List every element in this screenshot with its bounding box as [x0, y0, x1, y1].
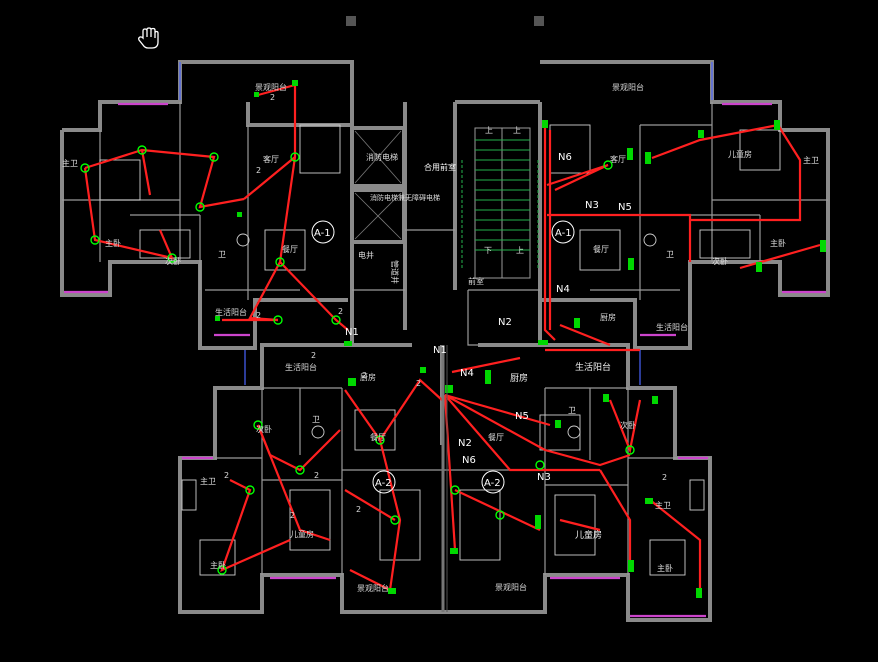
windows-layer [64, 62, 826, 618]
unit-tag: A-2 [484, 478, 501, 489]
switch-count-labels: 2 2 2 2 2 2 2 2 2 2 2 2 [224, 93, 667, 520]
room-label: 消防电梯 [366, 152, 398, 162]
room-labels: 景观阳台 景观阳台 客厅 客厅 主卫 主卧 次卧 卫 餐厅 生活阳台 消防电梯 … [62, 82, 819, 593]
circuit-label: N6 [558, 152, 572, 163]
room-label: 景观阳台 [612, 82, 644, 92]
grid-marker-right [534, 16, 544, 26]
room-label: 主卧 [210, 560, 226, 570]
grid-marker-left [346, 16, 356, 26]
room-label: 厨房 [360, 372, 376, 382]
room-label: 餐厅 [282, 245, 298, 254]
room-label: 卫 [568, 406, 576, 415]
room-label: 生活阳台 [215, 307, 247, 317]
room-label: 餐厅 [593, 245, 609, 254]
circuit-labels: N1 N1 N2 N2 N3 N3 N4 N4 N5 N5 N6 N6 [345, 152, 632, 483]
room-label: 主卫 [62, 158, 78, 168]
circuit-label: N1 [345, 327, 359, 338]
room-label: 次卧 [620, 420, 636, 430]
room-label: 消防电梯兼无障碍电梯 [370, 193, 440, 202]
room-label: 景观阳台 [495, 582, 527, 592]
room-label: 厨房 [510, 372, 528, 384]
room-label: 主卫 [200, 476, 216, 486]
unit-tags: A-1 A-1 A-2 A-2 [311, 220, 575, 494]
switch-count: 2 [338, 307, 343, 316]
circuit-label: N1 [433, 345, 447, 356]
stair-layer [461, 127, 539, 279]
circuit-label: N3 [585, 200, 599, 211]
room-label: 景观阳台 [255, 82, 287, 92]
room-label: 上 [516, 246, 524, 255]
room-label: 卫 [666, 250, 674, 259]
circuit-label: N5 [515, 411, 529, 422]
elevator-shafts [354, 130, 402, 240]
switch-count: 2 [270, 93, 275, 102]
room-label: 管道井 [390, 260, 400, 284]
room-label: 次卧 [256, 424, 272, 434]
room-label: 儿童房 [575, 529, 602, 541]
switch-count: 2 [416, 379, 421, 388]
circuit-label: N6 [462, 455, 476, 466]
room-label: 厨房 [600, 312, 616, 322]
room-label: 儿童房 [728, 149, 752, 159]
room-label: 主卫 [803, 155, 819, 165]
room-label: 客厅 [610, 154, 626, 164]
fixtures-layer [80, 80, 826, 598]
room-label: 次卧 [165, 256, 181, 266]
circuit-label: N2 [458, 438, 472, 449]
room-label: 景观阳台 [357, 583, 389, 593]
unit-tag: A-1 [555, 228, 572, 239]
room-label: 生活阳台 [656, 322, 688, 332]
room-label: 合用前室 [424, 162, 456, 172]
unit-tag: A-2 [375, 478, 392, 489]
switch-count: 2 [662, 473, 667, 482]
hand-pan-icon[interactable] [138, 27, 159, 49]
switch-count: 2 [256, 166, 261, 175]
room-label: 生活阳台 [285, 362, 317, 372]
circuit-label: N3 [537, 472, 551, 483]
circuit-label: N4 [556, 284, 570, 295]
switch-count: 2 [224, 471, 229, 480]
wiring-layer [83, 83, 821, 595]
room-label: 卫 [312, 415, 320, 424]
furniture-layer [99, 124, 781, 576]
switch-count: 2 [362, 371, 367, 380]
room-label: 生活阳台 [575, 361, 611, 373]
unit-tag: A-1 [314, 228, 331, 239]
room-label: 前室 [468, 276, 484, 286]
walls-layer [60, 60, 830, 622]
circuit-label: N2 [498, 317, 512, 328]
room-label: 主卧 [105, 238, 121, 248]
room-label: 客厅 [263, 154, 279, 164]
room-label: 上 [513, 126, 521, 135]
room-label: 主卧 [770, 238, 786, 248]
circuit-label: N4 [460, 368, 474, 379]
room-label: 上 [485, 126, 493, 135]
switch-count: 2 [311, 351, 316, 360]
switch-count: 2 [290, 511, 295, 520]
switch-count: 2 [314, 471, 319, 480]
room-label: 电井 [358, 250, 374, 260]
room-label: 下 [484, 246, 492, 255]
circuit-label: N5 [618, 202, 632, 213]
switch-count: 2 [356, 505, 361, 514]
room-label: 次卧 [712, 256, 728, 266]
switch-count: 2 [256, 311, 261, 320]
room-label: 儿童房 [290, 529, 314, 539]
room-label: 卫 [218, 250, 226, 259]
room-label: 餐厅 [370, 433, 386, 442]
room-label: 主卫 [655, 500, 671, 510]
room-label: 餐厅 [488, 433, 504, 442]
room-label: 主卧 [657, 563, 673, 573]
